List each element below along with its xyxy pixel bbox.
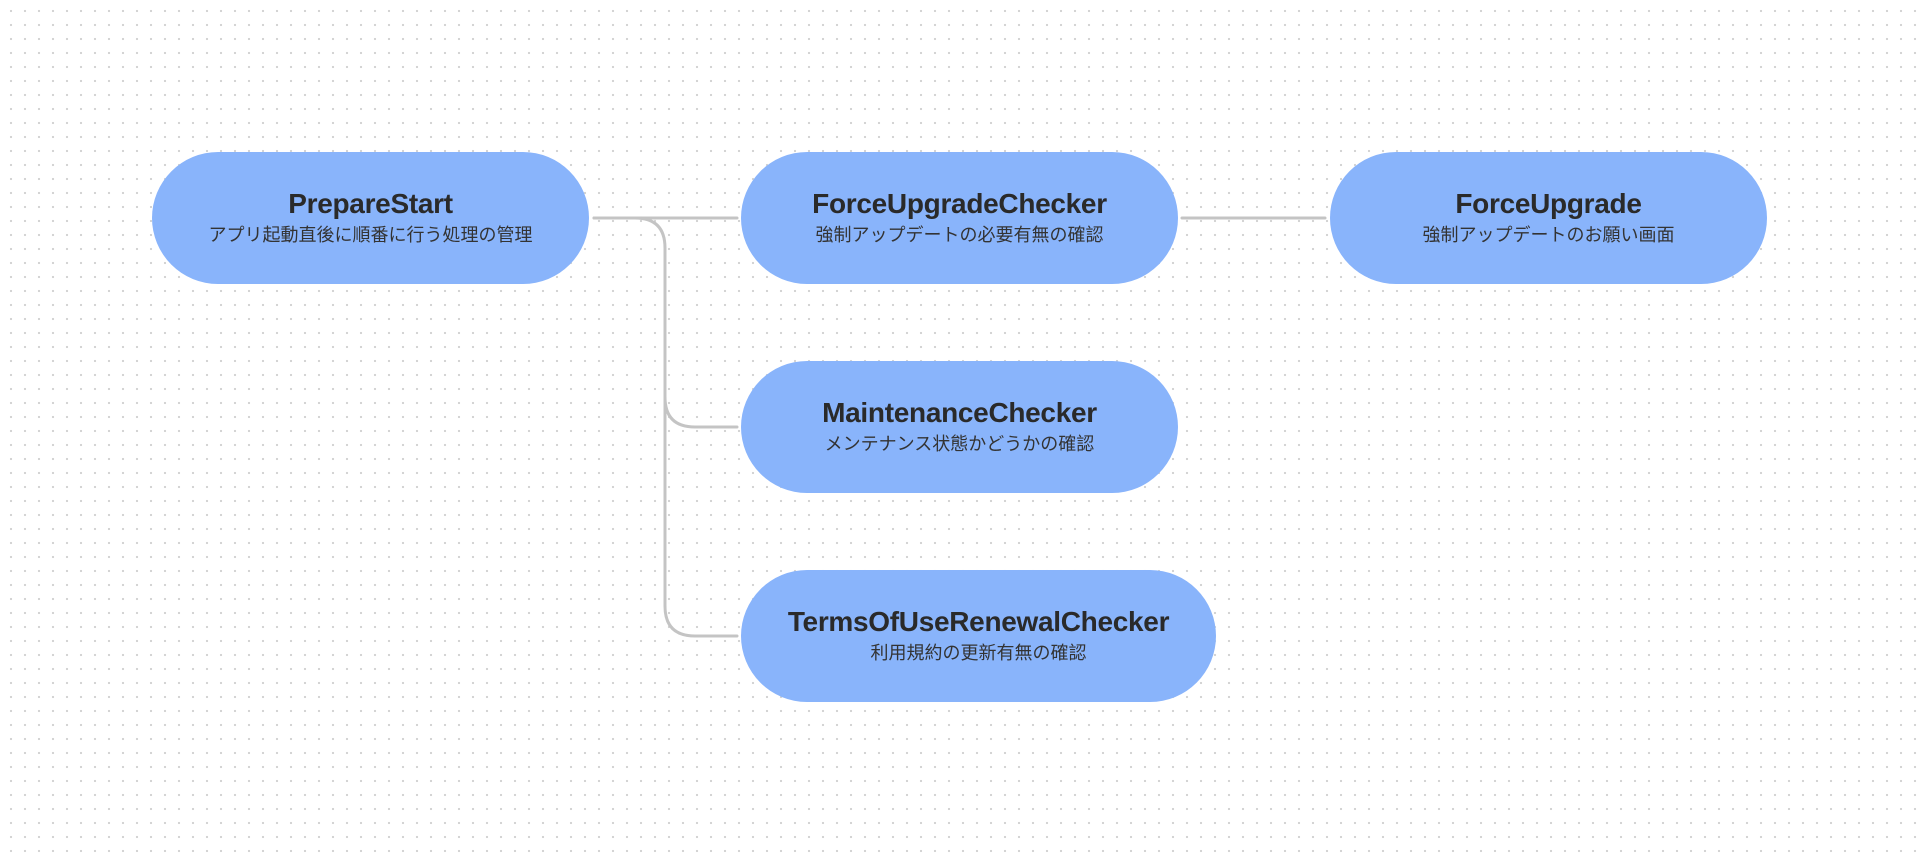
node-prepare-start[interactable]: PrepareStart アプリ起動直後に順番に行う処理の管理	[152, 152, 589, 284]
node-title: PrepareStart	[288, 188, 453, 219]
node-title: ForceUpgradeChecker	[812, 188, 1107, 219]
node-description: アプリ起動直後に順番に行う処理の管理	[208, 225, 533, 246]
node-title: ForceUpgrade	[1455, 188, 1642, 219]
node-description: メンテナンス状態かどうかの確認	[824, 434, 1095, 455]
node-description: 利用規約の更新有無の確認	[870, 643, 1087, 664]
node-title: MaintenanceChecker	[822, 397, 1097, 428]
node-force-upgrade-checker[interactable]: ForceUpgradeChecker 強制アップデートの必要有無の確認	[741, 152, 1178, 284]
node-force-upgrade[interactable]: ForceUpgrade 強制アップデートのお願い画面	[1330, 152, 1767, 284]
node-terms-of-use-renewal-checker[interactable]: TermsOfUseRenewalChecker 利用規約の更新有無の確認	[741, 570, 1216, 702]
node-description: 強制アップデートのお願い画面	[1422, 225, 1675, 246]
connector-prepare-to-terms-checker	[663, 395, 739, 638]
node-maintenance-checker[interactable]: MaintenanceChecker メンテナンス状態かどうかの確認	[741, 361, 1178, 493]
node-title: TermsOfUseRenewalChecker	[787, 606, 1170, 637]
connector-prepare-to-maintenance-checker	[592, 216, 739, 429]
node-description: 強制アップデートの必要有無の確認	[815, 225, 1104, 246]
